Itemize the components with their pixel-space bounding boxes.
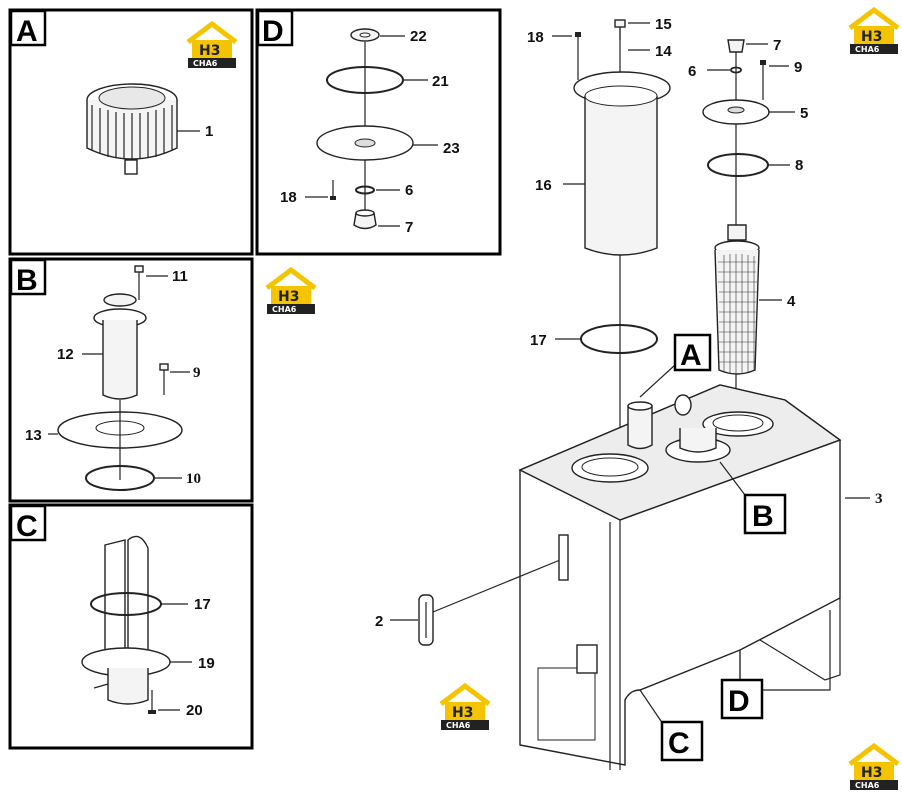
detail-tag-d: D [720,650,764,720]
detail-tag-b: B [719,461,787,535]
callout-14: 14 [655,43,672,60]
watermark-logo: H3 CHA6 [850,10,898,54]
callout-23: 23 [443,140,460,157]
callout-2-main: 2 [375,613,383,630]
svg-text:H3: H3 [452,705,473,721]
callout-8-main: 8 [795,157,803,174]
detail-tag-a: A [639,333,712,398]
callout-21: 21 [432,73,449,90]
callout-22: 22 [410,28,427,45]
callout-17-main: 17 [530,332,547,349]
svg-text:B: B [752,500,774,533]
callout-4-main: 4 [787,293,796,310]
callout-11: 11 [172,268,188,285]
svg-text:D: D [728,685,750,718]
filler-cap-part [86,83,178,175]
callout-19: 19 [198,655,215,672]
svg-text:H3: H3 [199,43,220,59]
callout-6: 6 [405,182,413,199]
callout-7-main: 7 [773,37,781,54]
callout-12: 12 [57,346,74,363]
svg-text:CHA6: CHA6 [855,45,880,54]
svg-text:CHA6: CHA6 [855,781,880,790]
panel-d: D 22 21 23 18 6 7 [255,8,502,256]
svg-text:H3: H3 [861,29,882,45]
watermark-logo: H3 CHA6 [441,686,489,730]
callout-5-main: 5 [800,105,808,122]
svg-text:H3: H3 [861,765,882,781]
svg-text:CHA6: CHA6 [272,305,297,314]
callout-3-main: 3 [875,491,883,507]
callout-18-main: 18 [527,29,544,46]
callout-10: 10 [186,471,201,487]
svg-text:H3: H3 [278,289,299,305]
callout-18: 18 [280,189,297,206]
panel-d-letter: D [262,15,284,48]
callout-9-main: 9 [794,59,802,76]
watermark-logo: H3 CHA6 [267,270,315,314]
svg-text:CHA6: CHA6 [446,721,471,730]
callout-15: 15 [655,16,672,33]
callout-9: 9 [193,365,201,381]
svg-text:A: A [680,339,702,372]
svg-text:C: C [668,727,690,760]
detail-tag-c: C [639,689,704,762]
panel-c: C 17 19 20 [8,503,254,750]
watermark-logo: H3 CHA6 [188,24,236,68]
callout-1: 1 [205,123,213,140]
callout-16: 16 [535,177,552,194]
callout-20: 20 [186,702,203,719]
callout-6-main: 6 [688,63,696,80]
svg-text:CHA6: CHA6 [193,59,218,68]
main-assembly: 15 14 18 16 17 7 6 9 5 8 [375,16,883,770]
panel-a: A 1 H3 CHA6 [8,8,254,256]
panel-c-letter: C [16,510,38,543]
callout-13: 13 [25,427,42,444]
watermark-logo: H3 CHA6 [850,746,898,790]
panel-a-letter: A [16,15,38,48]
callout-7: 7 [405,219,413,236]
callout-17: 17 [194,596,211,613]
panel-b: B 11 12 9 13 10 [8,257,254,503]
panel-b-letter: B [16,264,38,297]
